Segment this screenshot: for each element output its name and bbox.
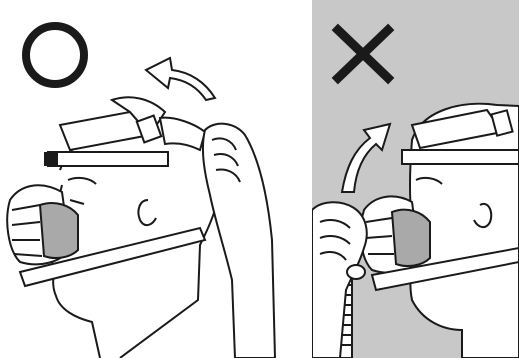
curved-arrow-icon	[146, 58, 215, 100]
panel-divider	[296, 0, 312, 358]
head-strap	[60, 97, 205, 150]
cross-mark-icon	[338, 30, 388, 78]
upper-strap	[402, 150, 519, 164]
panel-incorrect	[312, 0, 519, 358]
hand-figure	[203, 124, 275, 358]
curved-arrow-icon	[342, 124, 390, 192]
incorrect-illustration	[312, 0, 519, 358]
mask-body	[7, 185, 78, 264]
correct-illustration	[0, 0, 296, 358]
circle-mark-icon	[26, 26, 84, 84]
upper-strap	[48, 152, 168, 166]
hand-figure	[312, 202, 367, 358]
panel-correct	[0, 0, 296, 358]
